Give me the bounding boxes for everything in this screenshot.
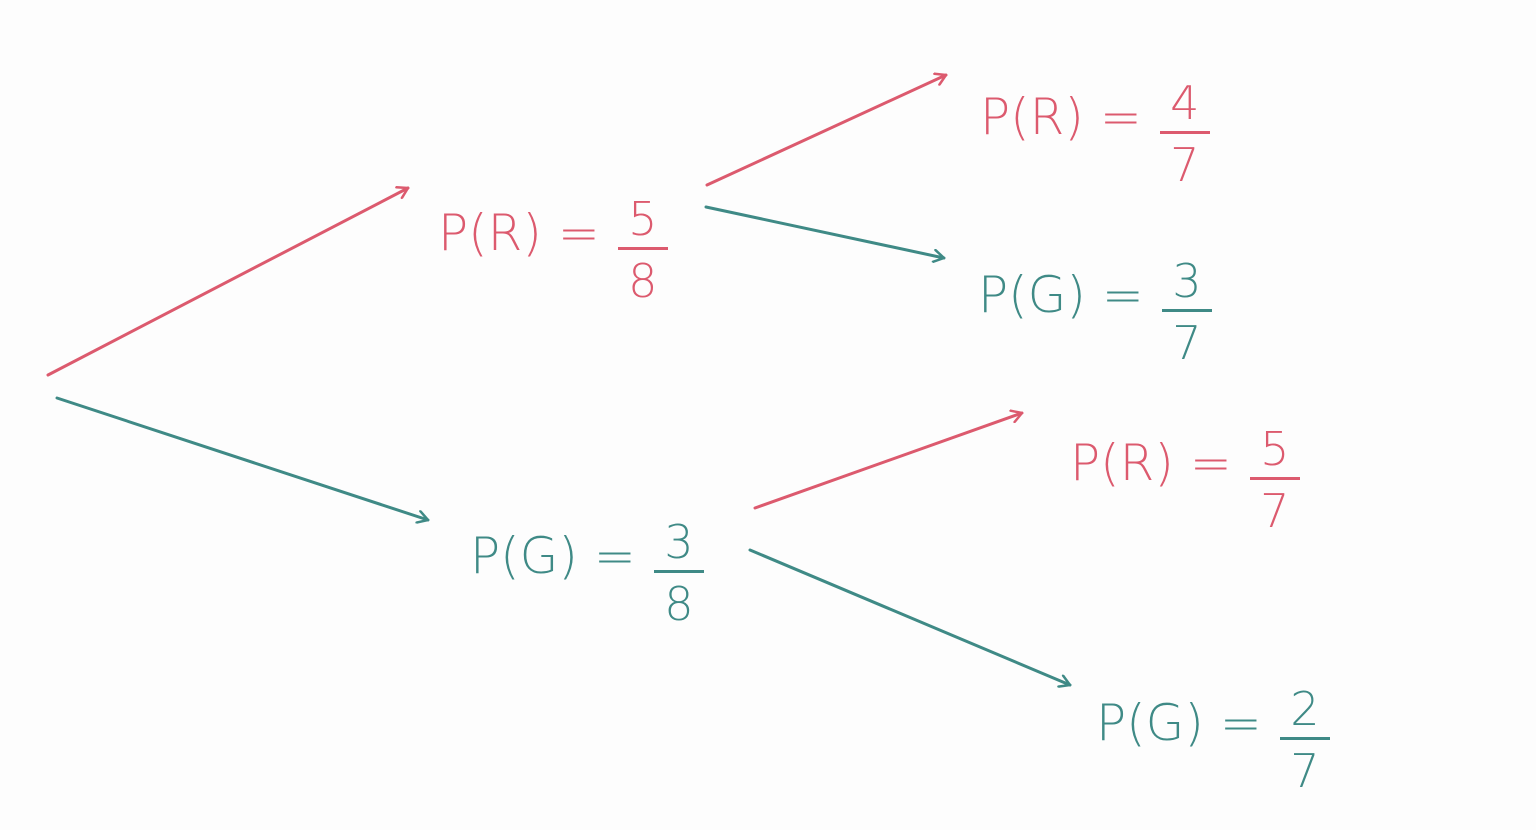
branch-red-to-green: [704, 205, 946, 258]
fraction-numerator: 4: [1170, 76, 1200, 130]
fraction: 3 7: [1161, 254, 1212, 370]
probability-event: P(R): [1070, 433, 1174, 492]
node-first-red-probability: P(R) = 5 8: [438, 162, 668, 304]
fraction-denominator: 8: [664, 576, 694, 631]
fraction-numerator: 2: [1290, 682, 1320, 736]
probability-event: P(G): [1096, 693, 1204, 752]
fraction-bar: [1159, 131, 1210, 134]
node-red-then-green-probability: P(G) = 3 7: [978, 224, 1212, 366]
fraction-bar: [1249, 477, 1300, 480]
fraction-denominator: 7: [1170, 137, 1200, 192]
fraction-denominator: 8: [628, 253, 658, 308]
fraction: 2 7: [1279, 682, 1330, 798]
branch-root-to-green: [55, 396, 430, 520]
equals-sign: =: [1219, 693, 1262, 752]
probability-event: P(R): [980, 87, 1084, 146]
equals-sign: =: [557, 203, 600, 262]
fraction-bar: [653, 570, 704, 573]
equals-sign: =: [1189, 433, 1232, 492]
branch-root-to-red: [46, 188, 410, 377]
probability-event: P(G): [470, 526, 578, 585]
probability-event: P(R): [438, 203, 542, 262]
fraction-denominator: 7: [1172, 315, 1202, 370]
fraction-numerator: 3: [1172, 254, 1202, 308]
fraction: 5 8: [617, 192, 668, 308]
equals-sign: =: [1099, 87, 1142, 146]
node-red-then-red-probability: P(R) = 4 7: [980, 46, 1210, 188]
fraction: 5 7: [1249, 422, 1300, 538]
branch-green-to-green: [748, 548, 1072, 685]
node-green-then-green-probability: P(G) = 2 7: [1096, 652, 1330, 794]
node-green-then-red-probability: P(R) = 5 7: [1070, 392, 1300, 534]
fraction: 4 7: [1159, 76, 1210, 192]
fraction-numerator: 5: [1260, 422, 1290, 476]
fraction-numerator: 3: [664, 515, 694, 569]
probability-event: P(G): [978, 265, 1086, 324]
fraction-bar: [1279, 737, 1330, 740]
fraction: 3 8: [653, 515, 704, 631]
equals-sign: =: [593, 526, 636, 585]
branch-red-to-red: [705, 75, 948, 187]
node-first-green-probability: P(G) = 3 8: [470, 485, 704, 627]
fraction-bar: [1161, 309, 1212, 312]
branch-green-to-red: [753, 413, 1024, 510]
fraction-denominator: 7: [1260, 483, 1290, 538]
equals-sign: =: [1101, 265, 1144, 324]
fraction-bar: [617, 247, 668, 250]
fraction-numerator: 5: [628, 192, 658, 246]
fraction-denominator: 7: [1290, 743, 1320, 798]
